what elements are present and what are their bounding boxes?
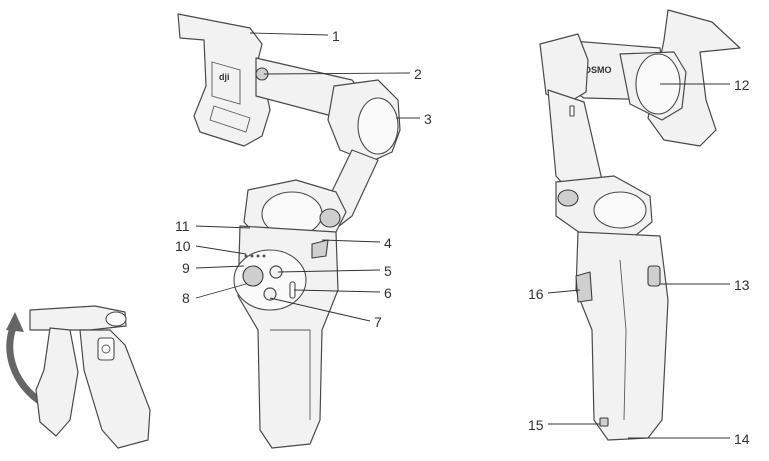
trigger-button — [576, 272, 592, 302]
folded-roll-motor — [106, 312, 126, 326]
gimbal-front-view: dji — [178, 14, 400, 448]
callout-2: 2 — [414, 66, 422, 82]
callout-3: 3 — [424, 111, 432, 127]
fold-direction-arrow — [10, 325, 38, 400]
fold-arrow-head — [6, 312, 24, 332]
callout-8: 8 — [182, 290, 190, 306]
clamp-logo-mark: dji — [219, 72, 230, 82]
callout-7: 7 — [374, 314, 382, 330]
back-pan-motor-cap — [594, 192, 646, 228]
folded-handle — [80, 330, 150, 448]
callout-1: 1 — [332, 28, 340, 44]
callout-11: 11 — [175, 218, 190, 234]
callout-13: 13 — [734, 277, 750, 293]
callout-5: 5 — [384, 263, 392, 279]
callout-15: 15 — [528, 417, 544, 433]
callout-16: 16 — [528, 286, 544, 302]
battery-led-1 — [245, 255, 248, 258]
battery-led-2 — [251, 255, 254, 258]
side-button — [648, 266, 660, 286]
back-roll-motor — [540, 34, 588, 104]
arm-lock-button — [320, 209, 340, 227]
back-handle — [576, 232, 668, 440]
roll-motor-cap — [358, 98, 398, 154]
usb-port — [600, 418, 608, 426]
folded-joystick-area — [98, 338, 114, 360]
arm-marker — [570, 106, 574, 116]
callout-14: 14 — [734, 431, 750, 447]
battery-led-4 — [263, 255, 266, 258]
callout-9: 9 — [182, 260, 190, 276]
back-arm-lock — [558, 190, 578, 206]
callout-12: 12 — [734, 77, 750, 93]
battery-led-3 — [257, 255, 260, 258]
joystick — [243, 266, 263, 286]
folded-clamp — [36, 328, 78, 436]
callout-4: 4 — [384, 235, 392, 251]
folded-gimbal-view — [6, 306, 150, 448]
callout-10: 10 — [175, 238, 191, 254]
gimbal-back-view: OSMO — [540, 10, 740, 440]
callout-6: 6 — [384, 285, 392, 301]
